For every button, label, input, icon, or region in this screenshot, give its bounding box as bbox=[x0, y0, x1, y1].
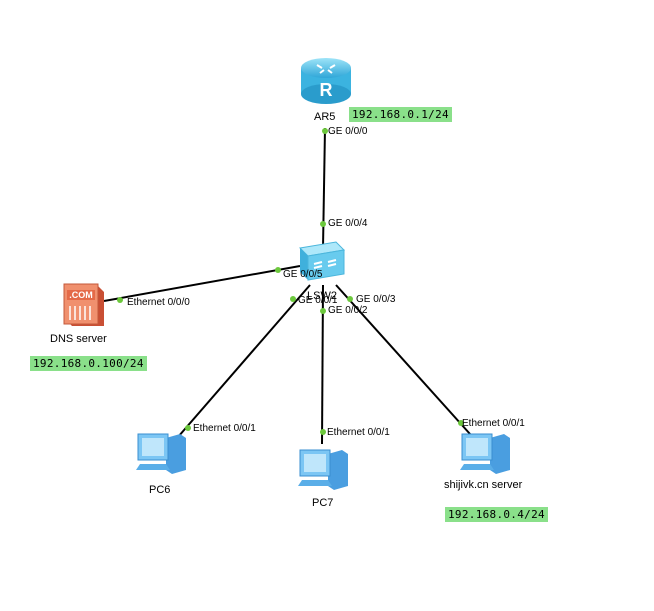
link-switch-web bbox=[335, 284, 471, 435]
switch-name: LSW2 bbox=[307, 290, 337, 302]
pc6-port-label: Ethernet 0/0/1 bbox=[193, 423, 256, 434]
router-name: AR5 bbox=[314, 111, 336, 123]
pc6-name: PC6 bbox=[149, 484, 171, 496]
switch-port1-dot bbox=[290, 296, 296, 302]
dns-ip-badge: 192.168.0.100/24 bbox=[30, 356, 147, 371]
web-server-port-label: Ethernet 0/0/1 bbox=[462, 418, 525, 429]
pc7-icon bbox=[298, 449, 348, 490]
router-ip-badge: 192.168.0.1/24 bbox=[349, 107, 452, 122]
web-server-icon bbox=[460, 433, 510, 474]
dns-name: DNS server bbox=[50, 333, 107, 345]
pc7-port-dot bbox=[320, 429, 326, 435]
switch-port3-dot bbox=[347, 296, 353, 302]
link-switch-dns bbox=[103, 265, 301, 302]
router-port-label: GE 0/0/0 bbox=[328, 126, 368, 137]
dns-port-dot bbox=[117, 297, 123, 303]
svg-text:R: R bbox=[320, 80, 333, 100]
pc6-icon bbox=[136, 433, 186, 474]
pc7[interactable] bbox=[298, 446, 350, 492]
pc6[interactable] bbox=[136, 430, 188, 476]
switch-port4-label: GE 0/0/4 bbox=[328, 218, 368, 229]
switch-port2-label: GE 0/0/2 bbox=[328, 305, 368, 316]
web-server-name: shijivk.cn server bbox=[444, 479, 523, 491]
switch-icon bbox=[298, 241, 346, 281]
pc7-port-label: Ethernet 0/0/1 bbox=[327, 427, 390, 438]
web-server-ip-badge: 192.168.0.4/24 bbox=[445, 507, 548, 522]
switch-port3-label: GE 0/0/3 bbox=[356, 294, 396, 305]
switch-port1-label: GE 0/0/1 bbox=[298, 295, 338, 306]
router-icon: R bbox=[301, 58, 351, 104]
switch-port2-dot bbox=[320, 308, 326, 314]
switch-port5-label: GE 0/0/5 bbox=[283, 269, 323, 280]
link-router-switch bbox=[322, 127, 326, 249]
switch-port5-dot bbox=[275, 267, 281, 273]
pc6-port-dot bbox=[185, 425, 191, 431]
router-ar5[interactable]: R bbox=[300, 56, 352, 106]
pc7-name: PC7 bbox=[312, 497, 334, 509]
dns-server-icon bbox=[63, 283, 104, 326]
dns-icon-text: .COM bbox=[69, 290, 93, 300]
web-server[interactable] bbox=[460, 430, 512, 476]
link-switch-pc6 bbox=[177, 284, 311, 438]
switch-lsw2[interactable] bbox=[298, 240, 346, 282]
dns-server[interactable]: .COM bbox=[60, 282, 106, 328]
router-port-dot bbox=[322, 128, 328, 134]
switch-port4-dot bbox=[320, 221, 326, 227]
dns-port-label: Ethernet 0/0/0 bbox=[127, 297, 190, 308]
web-server-port-dot bbox=[458, 420, 464, 426]
